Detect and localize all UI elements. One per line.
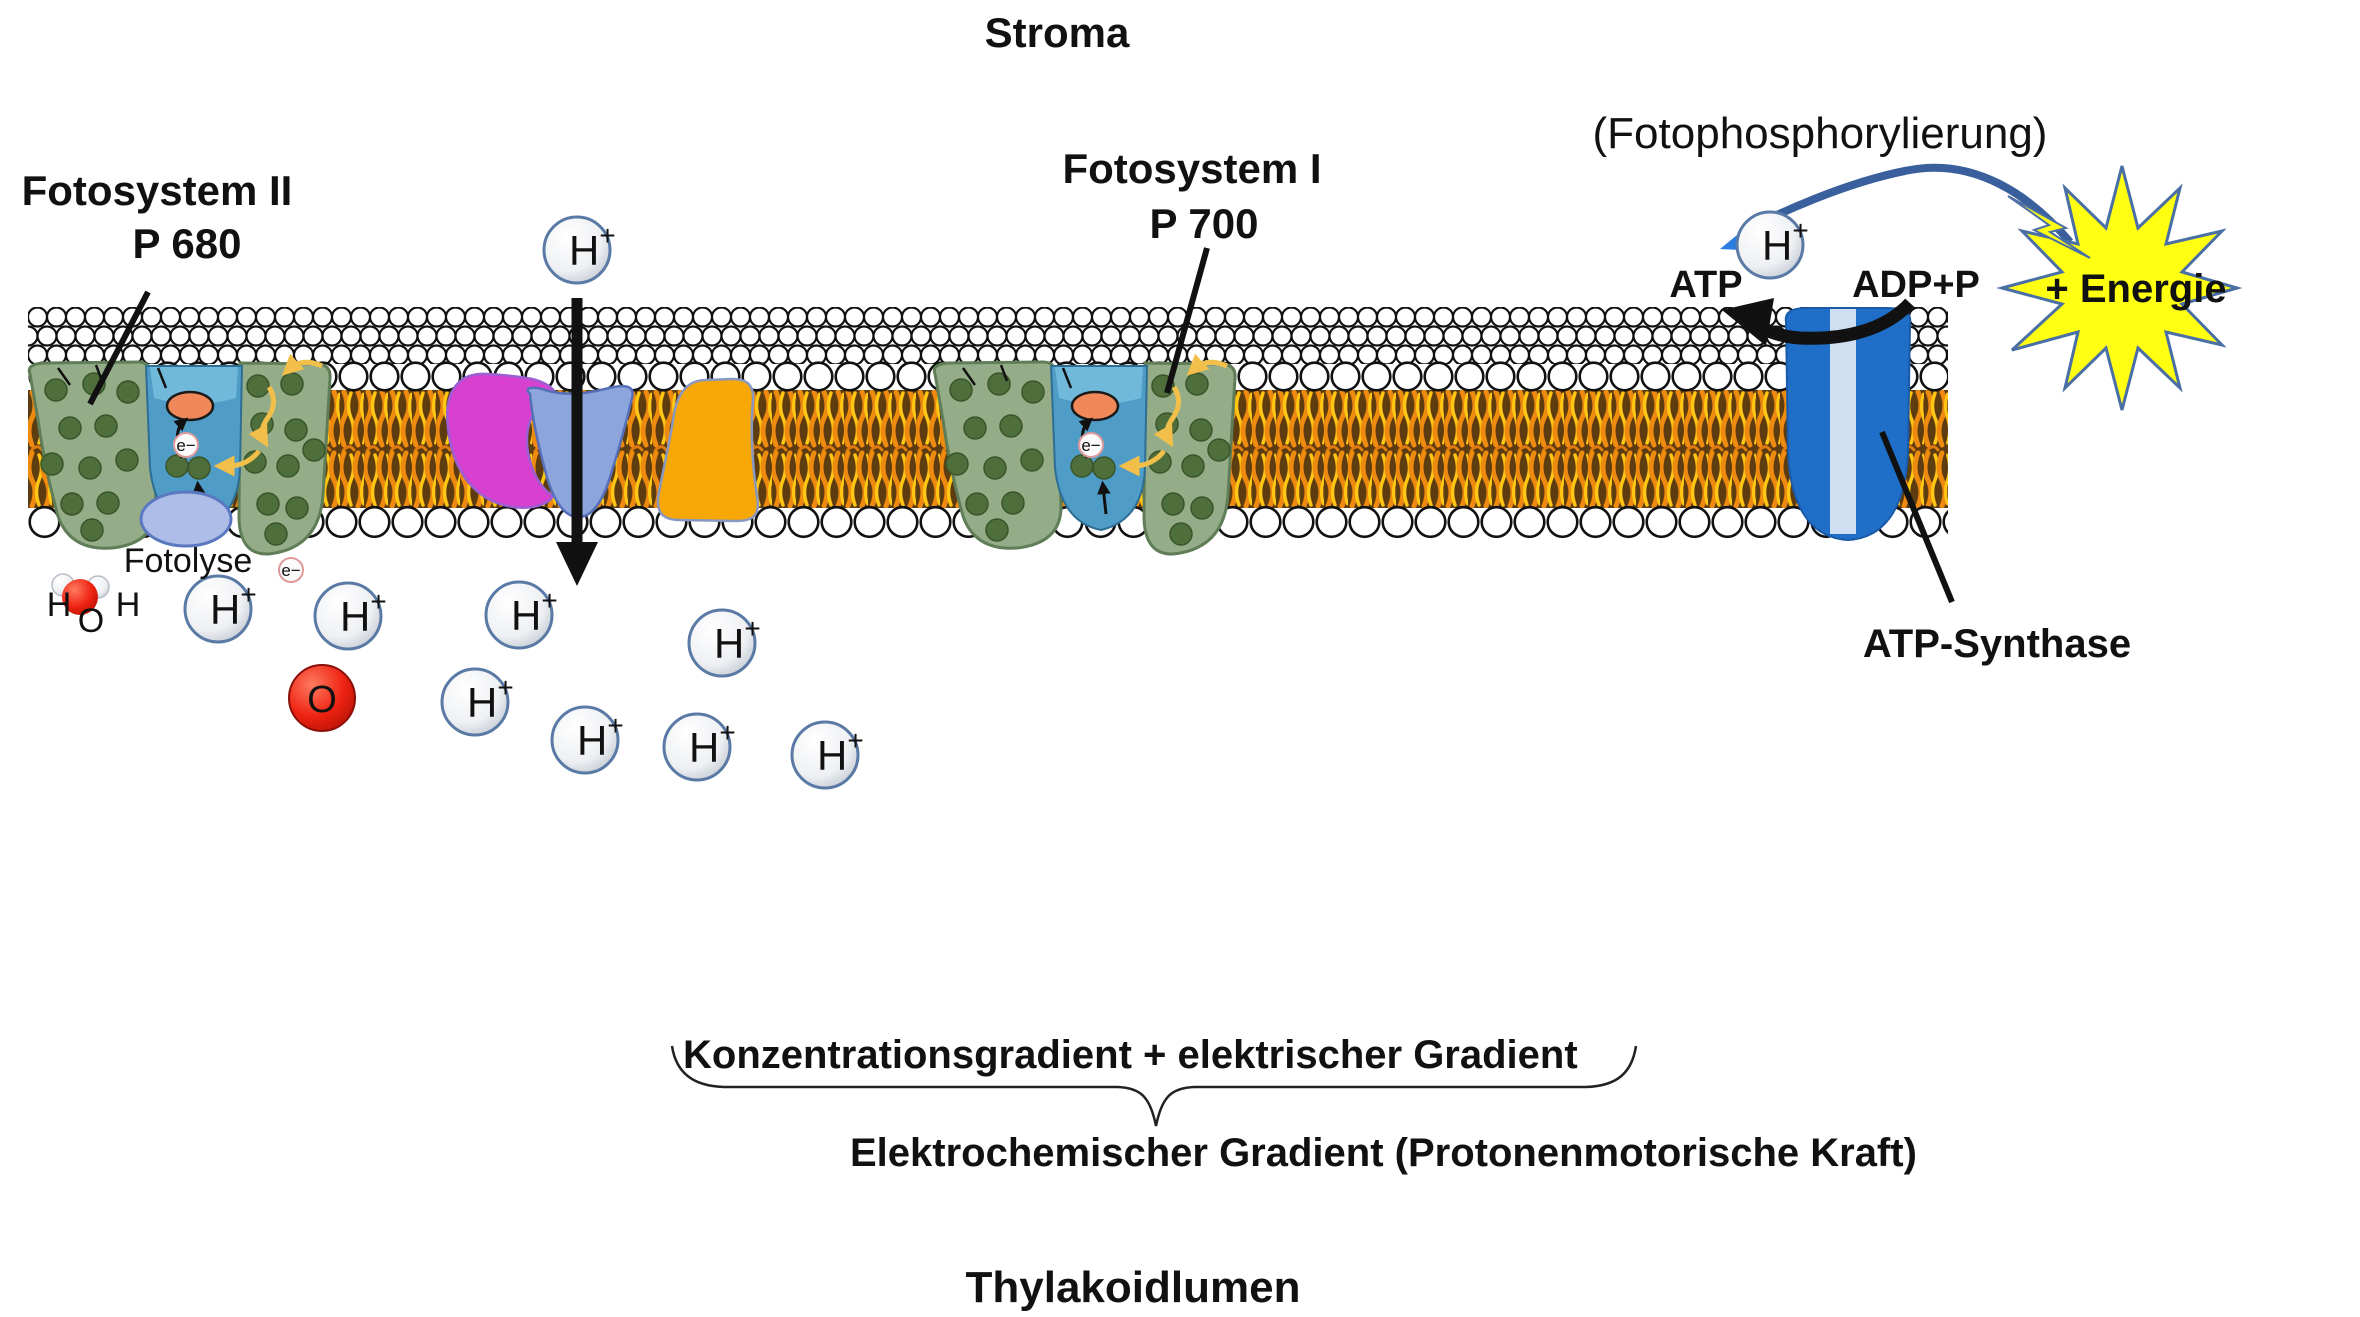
water-h-label-left: H [47, 586, 72, 624]
proton-ion [542, 215, 618, 285]
atp-synthase-pointer-line [1879, 430, 1955, 604]
ps2-pointer-line [87, 290, 151, 406]
proton-ion [313, 581, 389, 651]
water-h-label-right: H [116, 586, 141, 624]
electrochemical-gradient-label: Elektrochemischer Gradient (Protonenmoto… [850, 1131, 1917, 1175]
free-electron-badge [278, 557, 304, 583]
oxygen-label: O [307, 679, 337, 721]
fotosystem2-p680-label: P 680 [133, 220, 242, 267]
fotosystem2-label: Fotosystem II [22, 167, 293, 214]
energy-star: + Energie [1996, 165, 2243, 411]
thylakoidlumen-label: Thylakoidlumen [966, 1263, 1301, 1312]
orange-carrier-protein [656, 377, 759, 523]
adp-to-atp-arrowhead [1722, 298, 1774, 346]
fotosystem1-label: Fotosystem I [1062, 145, 1321, 192]
proton-ion [183, 574, 259, 644]
fotolyse-label: Fotolyse [124, 542, 253, 580]
stroma-label: Stroma [985, 9, 1130, 56]
proton-pump-arrow [556, 298, 598, 586]
adp-p-label: ADP+P [1852, 264, 1980, 306]
energie-label: + Energie [2045, 267, 2226, 311]
oxygen-circle [288, 664, 356, 732]
underbrace [670, 1045, 1638, 1127]
ps1-pointer-line [1164, 247, 1210, 394]
proton-ion [790, 720, 866, 790]
fotosystem1-p700-label: P 700 [1150, 200, 1259, 247]
proton-pump-arrowhead [556, 542, 598, 586]
proton-ion [662, 712, 738, 782]
atp-synthase-label: ATP-Synthase [1863, 622, 2131, 666]
proton-ion [1735, 210, 1811, 280]
proton-ion [687, 608, 763, 678]
proton-ion [484, 580, 560, 650]
fotophosphorylierung-label: (Fotophosphorylierung) [1593, 109, 2048, 158]
atp-label: ATP [1669, 264, 1742, 306]
water-o-label: O [78, 602, 104, 640]
oxygen-evolving-complex [139, 490, 233, 548]
concentration-gradient-label: Konzentrationsgradient + elektrischer Gr… [683, 1033, 1578, 1077]
star-burst [1996, 165, 2243, 411]
lightning-bolt [2007, 195, 2091, 259]
oxygen-ion: O [288, 664, 356, 732]
atp-synthase-shape [1784, 307, 1912, 542]
top-head-rows [28, 307, 1948, 364]
water-o-atom [62, 579, 98, 615]
proton-ion [440, 667, 516, 737]
water-molecule: H O H [47, 573, 141, 640]
adp-to-atp-arrow [1759, 298, 1915, 345]
photosystem-ii [29, 362, 330, 554]
proton-ion [550, 705, 626, 775]
